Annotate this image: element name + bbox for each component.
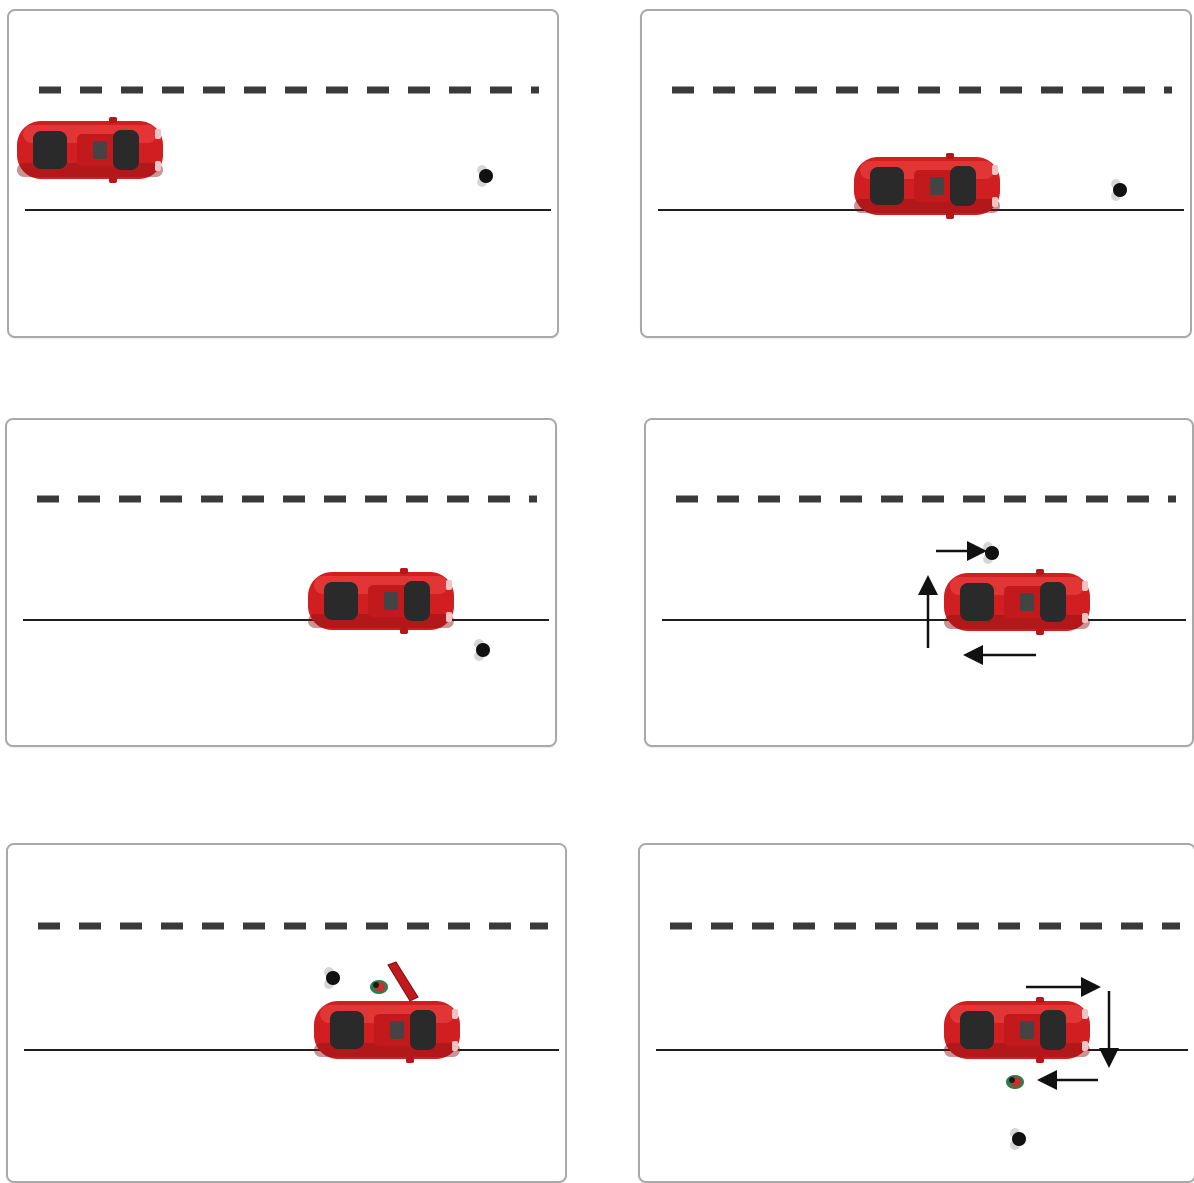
red-car-icon (944, 997, 1090, 1063)
cyclist-icon (1006, 1075, 1024, 1089)
cyclist-icon (370, 980, 388, 994)
pedestrian-icon (1111, 179, 1127, 201)
red-car-icon (944, 569, 1090, 635)
scenario-panel-1 (7, 9, 559, 338)
pedestrian-icon (983, 542, 999, 564)
pedestrian-icon (474, 639, 490, 661)
pedestrian-icon (477, 165, 493, 187)
red-car-icon (308, 568, 454, 634)
scenario-panel-5 (6, 843, 567, 1183)
scenario-panel-4 (644, 418, 1194, 747)
scenario-panel-6 (638, 843, 1194, 1183)
red-car-icon (314, 1001, 460, 1063)
scenario-panel-3 (5, 418, 557, 747)
pedestrian-icon (324, 967, 340, 989)
scenario-panel-2 (640, 9, 1192, 338)
pedestrian-icon (1010, 1128, 1026, 1150)
red-car-icon (854, 153, 1000, 219)
open-car-door-icon (388, 962, 418, 1001)
red-car-icon (17, 117, 163, 183)
